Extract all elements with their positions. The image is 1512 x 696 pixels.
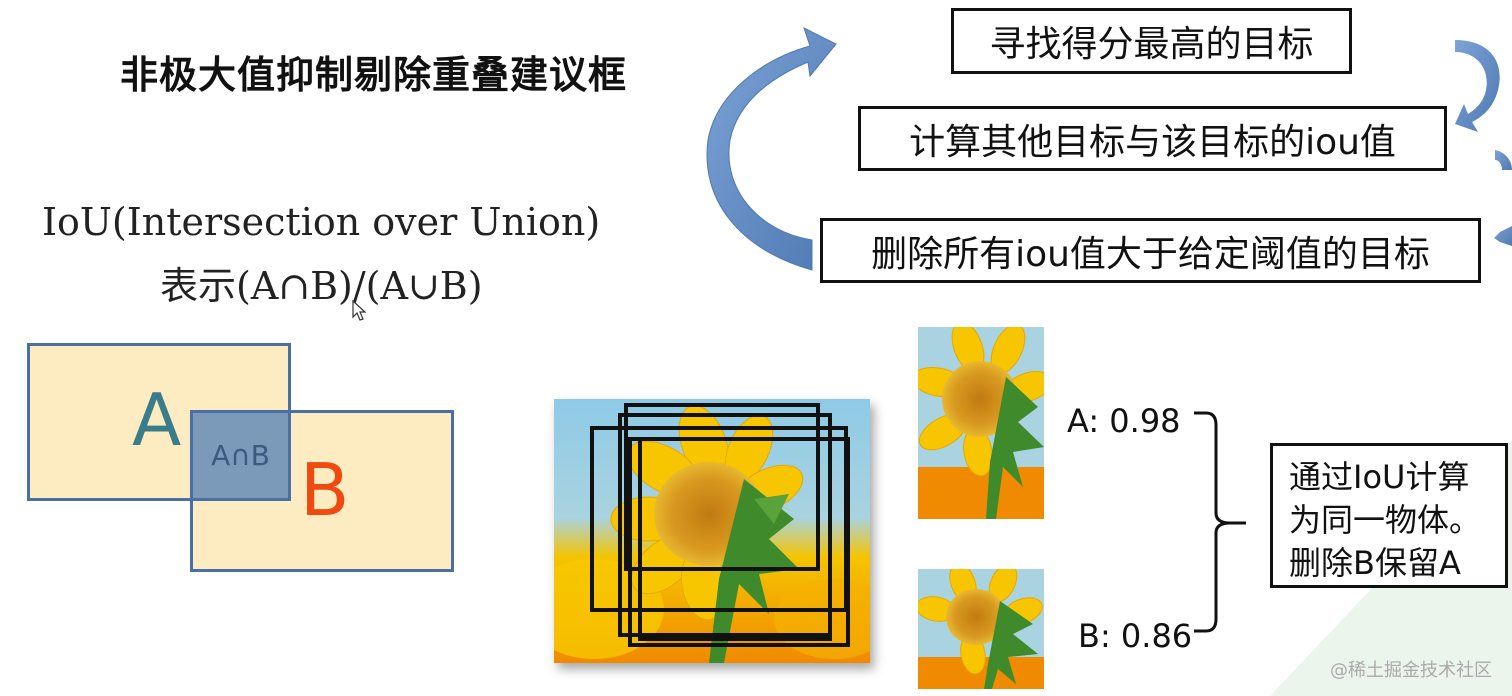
watermark: @稀土掘金技术社区 bbox=[1330, 660, 1492, 681]
iou-definition-line1: IoU(Intersection over Union) bbox=[42, 200, 601, 244]
right-brace-icon bbox=[1194, 411, 1246, 633]
result-box: 通过IoU计算 为同一物体。 删除B保留A bbox=[1270, 443, 1508, 588]
step-compute-iou: 计算其他目标与该目标的iou值 bbox=[858, 106, 1447, 171]
small-right-arrow-icon-3 bbox=[1494, 226, 1512, 246]
score-a-label: A: 0.98 bbox=[1067, 402, 1181, 440]
score-b-label: B: 0.86 bbox=[1078, 617, 1193, 655]
small-right-arrow-icon-1 bbox=[1455, 40, 1500, 132]
thumbnail-b-image bbox=[918, 569, 1044, 689]
box-a-label: A bbox=[132, 378, 182, 462]
step-find-highest-score: 寻找得分最高的目标 bbox=[951, 8, 1352, 74]
result-line-3: 删除B保留A bbox=[1289, 544, 1461, 582]
box-b-label: B bbox=[300, 448, 350, 532]
mouse-cursor-icon bbox=[352, 300, 367, 321]
iou-definition-line2: 表示(A∩B)/(A∪B) bbox=[160, 264, 483, 308]
big-curved-arrow-icon bbox=[706, 27, 837, 271]
intersection-label: A∩B bbox=[211, 439, 270, 472]
small-right-arrow-icon-2 bbox=[1495, 150, 1512, 170]
step-remove-above-threshold: 删除所有iou值大于给定阈值的目标 bbox=[820, 218, 1481, 283]
cycle-arrows bbox=[706, 27, 1512, 271]
sunflower-photo-with-proposals bbox=[554, 399, 870, 663]
result-line-1: 通过IoU计算 bbox=[1289, 458, 1470, 496]
intersection-box: A∩B bbox=[190, 410, 291, 501]
slide-title: 非极大值抑制剔除重叠建议框 bbox=[120, 53, 628, 97]
thumbnail-a-image bbox=[918, 327, 1044, 519]
result-line-2: 为同一物体。 bbox=[1289, 501, 1482, 539]
